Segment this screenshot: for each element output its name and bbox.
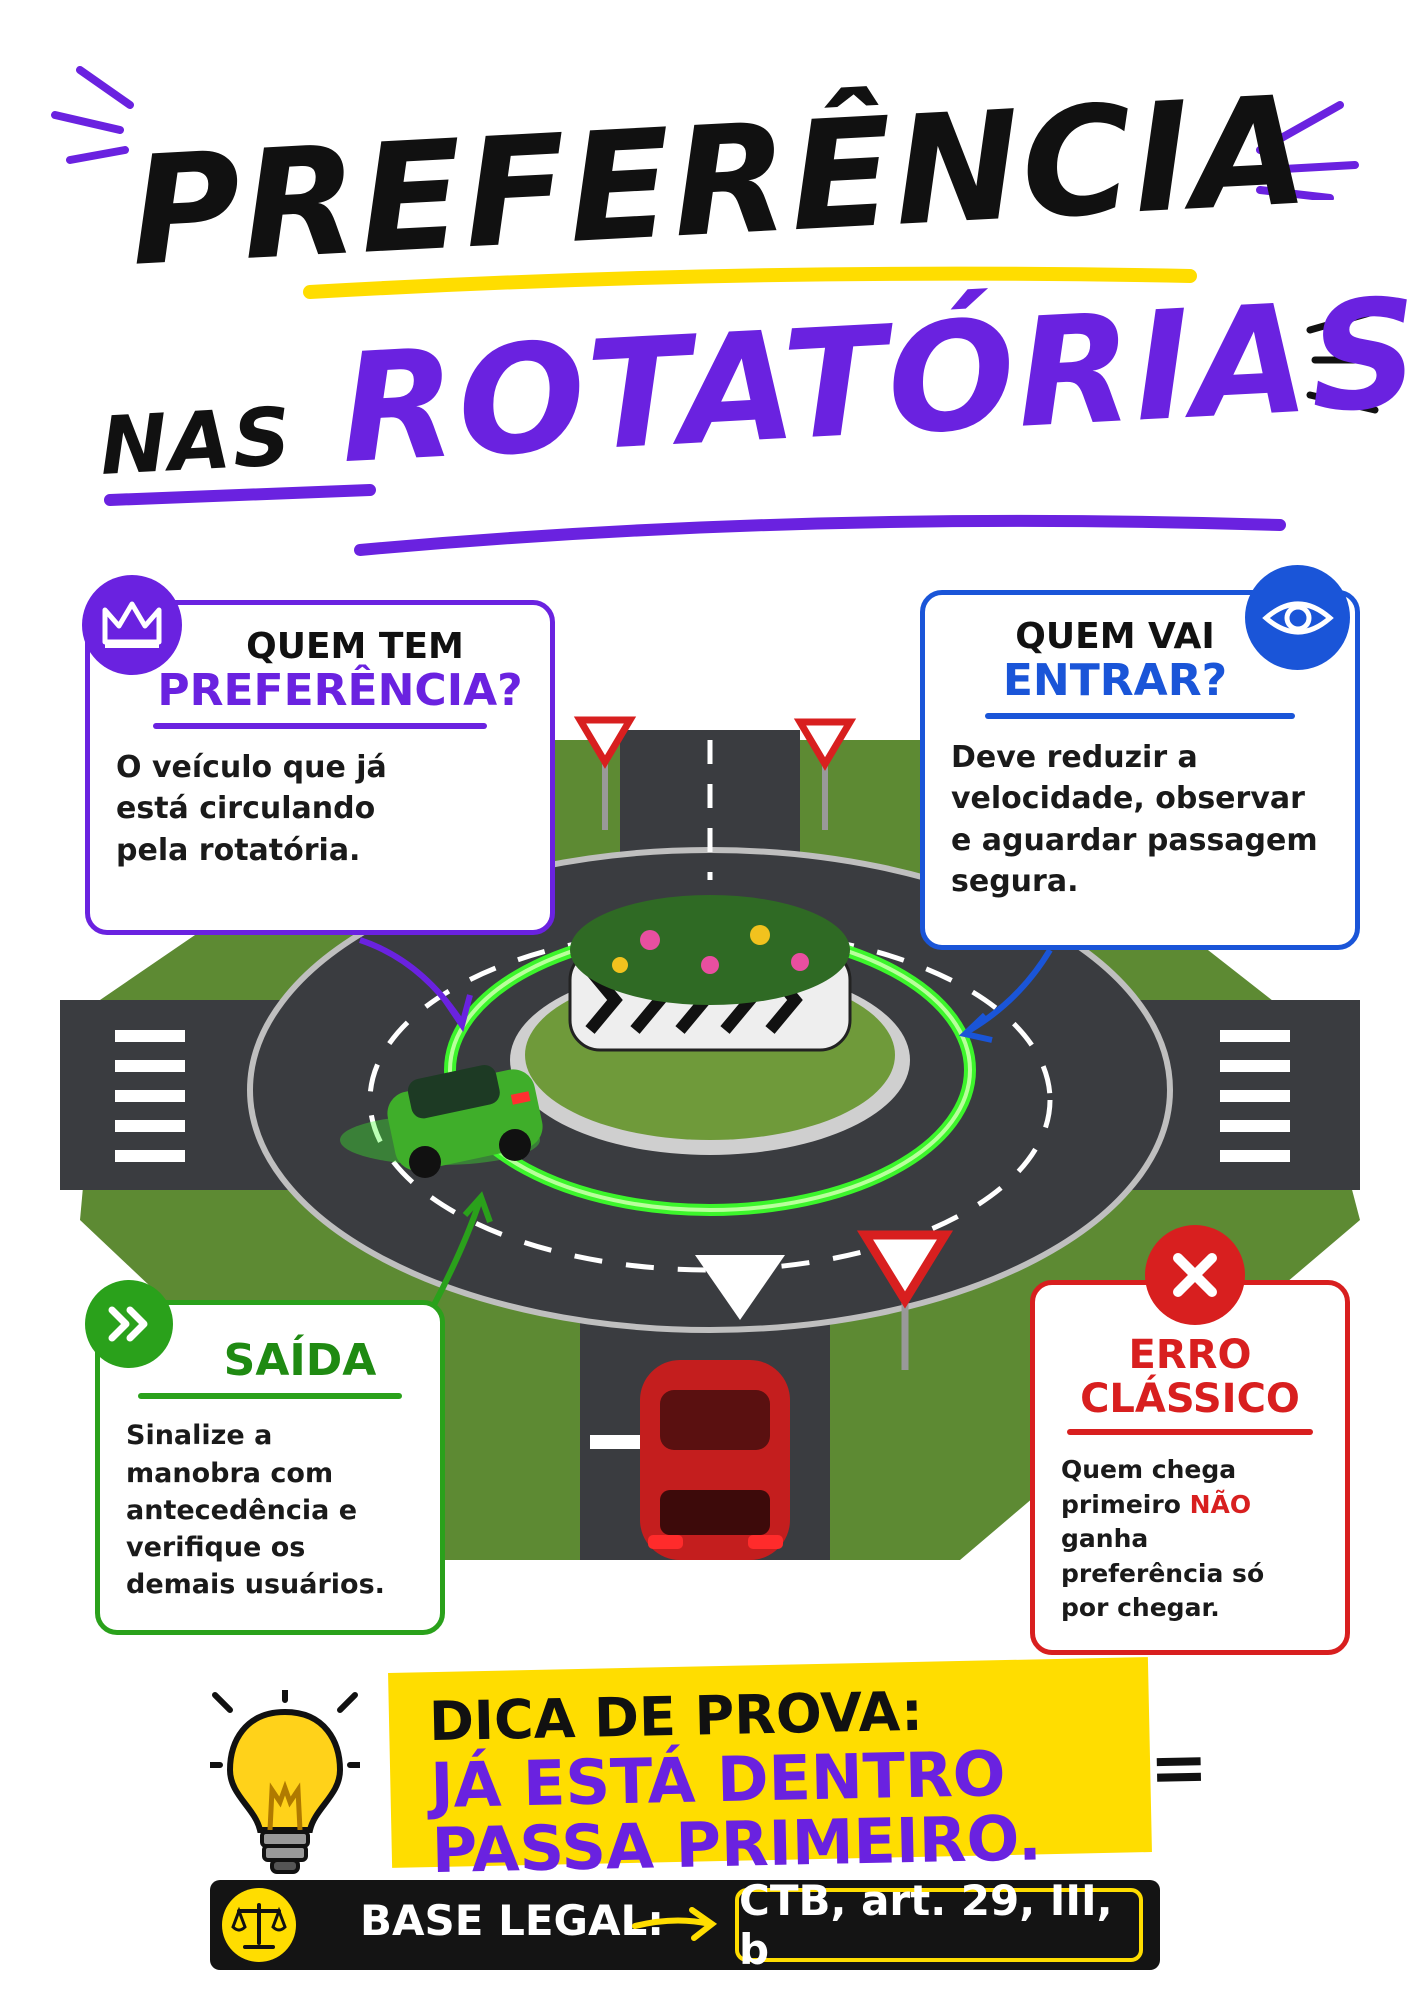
arrow-right-icon	[632, 1907, 718, 1941]
card-preferencia-underline	[152, 722, 488, 729]
legal-basis-label: BASE LEGAL:	[360, 1896, 665, 1945]
title-underline-yellow	[303, 266, 1197, 299]
double-chevron-right-icon	[85, 1280, 173, 1368]
x-icon	[1145, 1225, 1245, 1325]
card-entrar: QUEM VAI ENTRAR? Deve reduzir a velocida…	[920, 590, 1360, 950]
burst-lines-right	[1306, 306, 1394, 414]
legal-reference-box: CTB, art. 29, III, b	[735, 1876, 1143, 1974]
card-erro-body-highlight: NÃO	[1189, 1489, 1252, 1519]
card-entrar-heading2: ENTRAR?	[1002, 654, 1228, 706]
card-entrar-body: Deve reduzir a velocidade, observar e ag…	[951, 739, 1318, 900]
card-erro-body-after: ganha preferência só por chegar.	[1061, 1524, 1265, 1622]
scales-icon	[222, 1888, 296, 1962]
card-erro-body-before: Quem chega primeiro	[1061, 1455, 1237, 1519]
lightbulb-icon	[210, 1690, 360, 1874]
legal-reference: CTB, art. 29, III, b	[739, 1876, 1113, 1974]
crown-icon	[82, 575, 182, 675]
exam-tip-equals: =	[1148, 1725, 1210, 1810]
card-entrar-heading1: QUEM VAI	[1015, 616, 1215, 657]
card-preferencia-body: O veículo que já está circulando pela ro…	[116, 749, 387, 868]
burst-lines-top-left	[51, 66, 134, 164]
exam-tip-line-2: PASSA PRIMEIRO.	[431, 1801, 1043, 1888]
card-saida-body: Sinalize a manobra com antecedência e ve…	[126, 1420, 385, 1601]
title-underline-purple	[104, 484, 1286, 556]
legal-basis-bar: BASE LEGAL: CTB, art. 29, III, b	[210, 1876, 1160, 1974]
exam-tip-banner: DICA DE PROVA: JÁ ESTÁ DENTRO PASSA PRIM…	[388, 1657, 1209, 1887]
card-erro-heading: ERRO CLÁSSICO	[1080, 1332, 1300, 1422]
burst-lines-top-right	[1256, 101, 1359, 200]
card-preferencia-heading2: PREFERÊNCIA?	[157, 664, 523, 716]
card-erro-underline	[1067, 1429, 1313, 1435]
card-erro-body: Quem chega primeiro NÃO ganha preferênci…	[1061, 1453, 1319, 1626]
eye-icon	[1245, 565, 1350, 670]
card-erro: ERRO CLÁSSICO Quem chega primeiro NÃO ga…	[1030, 1280, 1350, 1655]
card-saida-heading: SAÍDA	[223, 1335, 377, 1386]
card-entrar-underline	[985, 712, 1295, 719]
card-saida-underline	[137, 1393, 403, 1400]
card-preferencia-heading1: QUEM TEM	[246, 626, 464, 667]
